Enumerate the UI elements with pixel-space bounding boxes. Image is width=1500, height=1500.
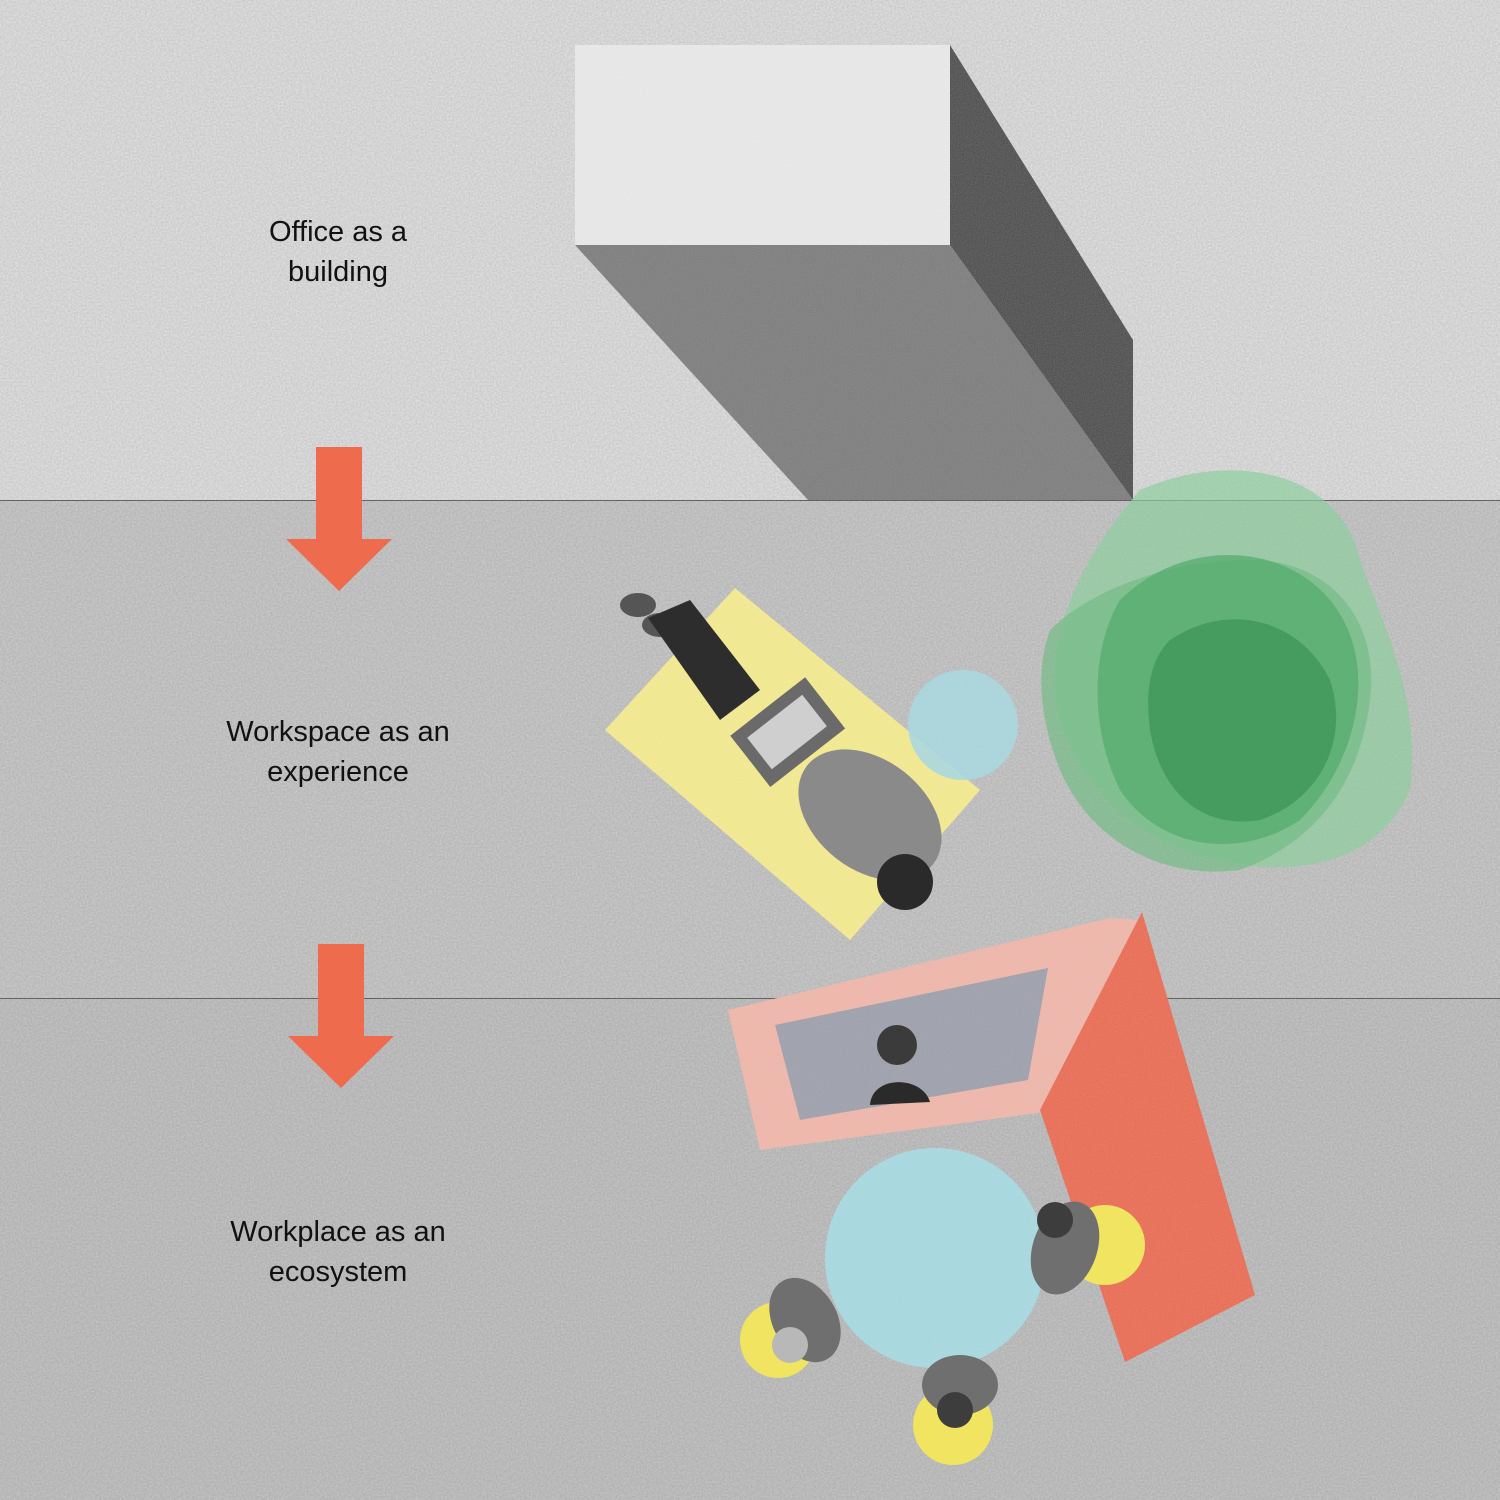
video-call-person: [870, 1025, 930, 1105]
caller-body: [870, 1082, 930, 1105]
head: [877, 854, 933, 910]
stage-label-workspace-line1: Workspace as an: [226, 716, 450, 748]
torso: [798, 749, 942, 881]
person-with-laptop: [620, 593, 942, 910]
blue-round-table: [825, 1148, 1045, 1368]
caller-head: [877, 1025, 917, 1065]
person-left-head: [772, 1327, 808, 1363]
meeting-people: [769, 1201, 1100, 1428]
stage-label-workplace-line2: ecosystem: [268, 1256, 408, 1288]
building-block: [575, 45, 1133, 500]
stage-label-office: Office as a building: [178, 212, 498, 292]
stage-label-workplace: Workplace as an ecosystem: [178, 1212, 498, 1292]
building-shadow-face: [575, 245, 1133, 500]
stage-label-office-line2: building: [288, 256, 388, 288]
blue-circle-experience: [908, 670, 1018, 780]
shoe-left: [620, 593, 656, 617]
down-arrow-icon: [286, 447, 392, 591]
stage-label-workspace-line2: experience: [267, 756, 409, 788]
building-side-face: [950, 45, 1133, 500]
stage-label-workplace-line1: Workplace as an: [230, 1216, 446, 1248]
green-foliage: [1041, 470, 1412, 872]
laptop-screen: [747, 694, 827, 770]
foliage-layer-4: [1148, 619, 1337, 822]
down-arrow-icon: [288, 944, 394, 1088]
person-bottom-head: [937, 1392, 973, 1428]
building-top-face: [575, 45, 950, 245]
stage-label-office-line1: Office as a: [268, 216, 408, 248]
stage-label-workspace: Workspace as an experience: [178, 712, 498, 792]
person-right-head: [1037, 1202, 1073, 1238]
legs: [648, 600, 760, 720]
